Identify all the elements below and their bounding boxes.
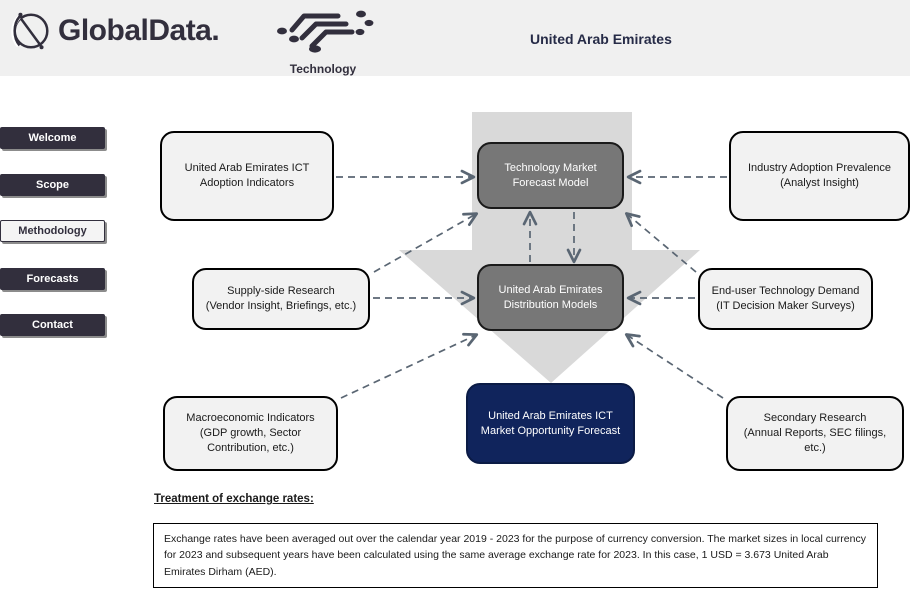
node-label: Technology Market Forecast Model: [504, 161, 597, 189]
sidebar-item-label: Contact: [32, 319, 73, 331]
sidebar-item-welcome[interactable]: Welcome: [0, 127, 105, 149]
node-secondary-research[interactable]: Secondary Research (Annual Reports, SEC …: [726, 396, 904, 471]
globaldata-logo: GlobalData.: [8, 8, 220, 54]
connector-enduser-to-model: [624, 212, 697, 273]
sidebar-item-label: Scope: [35, 179, 69, 191]
node-technology-market-forecast-model[interactable]: Technology Market Forecast Model: [477, 142, 624, 209]
methodology-diagram: United Arab Emirates ICT Adoption Indica…: [0, 76, 910, 486]
node-label: United Arab Emirates Distribution Models: [498, 283, 603, 311]
node-label: Supply-side Research (Vendor Insight, Br…: [205, 285, 357, 312]
technology-label: Technology: [289, 62, 357, 76]
sidebar-item-label: Forecasts: [26, 273, 79, 285]
node-label: Secondary Research (Annual Reports, SEC …: [743, 412, 887, 454]
node-distribution-models[interactable]: United Arab Emirates Distribution Models: [477, 264, 624, 331]
sidebar-item-methodology[interactable]: Methodology: [0, 220, 105, 242]
node-label: United Arab Emirates ICT Adoption Indica…: [184, 162, 310, 189]
technology-logo: Technology: [268, 8, 378, 76]
page-header: GlobalData. Technology United Arab Emira…: [0, 0, 910, 76]
sidebar-nav: Welcome Scope Methodology Forecasts Cont…: [0, 76, 110, 589]
page-title: United Arab Emirates: [530, 31, 672, 47]
connector-supply-to-model: [373, 212, 479, 273]
node-ict-market-opportunity-forecast[interactable]: United Arab Emirates ICT Market Opportun…: [466, 383, 635, 464]
sidebar-item-contact[interactable]: Contact: [0, 314, 105, 336]
node-supply-side-research[interactable]: Supply-side Research (Vendor Insight, Br…: [192, 268, 370, 330]
node-end-user-technology-demand[interactable]: End-user Technology Demand (IT Decision …: [698, 268, 873, 330]
sidebar-item-forecasts[interactable]: Forecasts: [0, 268, 105, 290]
connector-macro-to-distribution: [340, 332, 479, 399]
node-industry-adoption-prevalence[interactable]: Industry Adoption Prevalence (Analyst In…: [729, 131, 910, 221]
exchange-rates-heading: Treatment of exchange rates:: [154, 493, 314, 505]
node-macroeconomic-indicators[interactable]: Macroeconomic Indicators (GDP growth, Se…: [163, 396, 338, 471]
node-label: United Arab Emirates ICT Market Opportun…: [480, 409, 621, 437]
globaldata-orbit-icon: [11, 12, 49, 50]
node-label: Industry Adoption Prevalence (Analyst In…: [747, 162, 892, 189]
sidebar-item-label: Methodology: [18, 225, 87, 237]
sidebar-item-label: Welcome: [28, 132, 77, 144]
node-label: Macroeconomic Indicators (GDP growth, Se…: [186, 412, 315, 454]
node-ict-adoption-indicators[interactable]: United Arab Emirates ICT Adoption Indica…: [160, 131, 334, 221]
connector-layer: [336, 169, 727, 399]
connector-secondary-to-distribution: [624, 333, 724, 399]
exchange-rates-note: Exchange rates have been averaged out ov…: [153, 523, 878, 588]
technology-circuit-icon: [277, 10, 374, 53]
brand-wordmark: GlobalData.: [58, 14, 220, 47]
node-label: End-user Technology Demand (IT Decision …: [711, 285, 860, 312]
sidebar-item-scope[interactable]: Scope: [0, 174, 105, 196]
